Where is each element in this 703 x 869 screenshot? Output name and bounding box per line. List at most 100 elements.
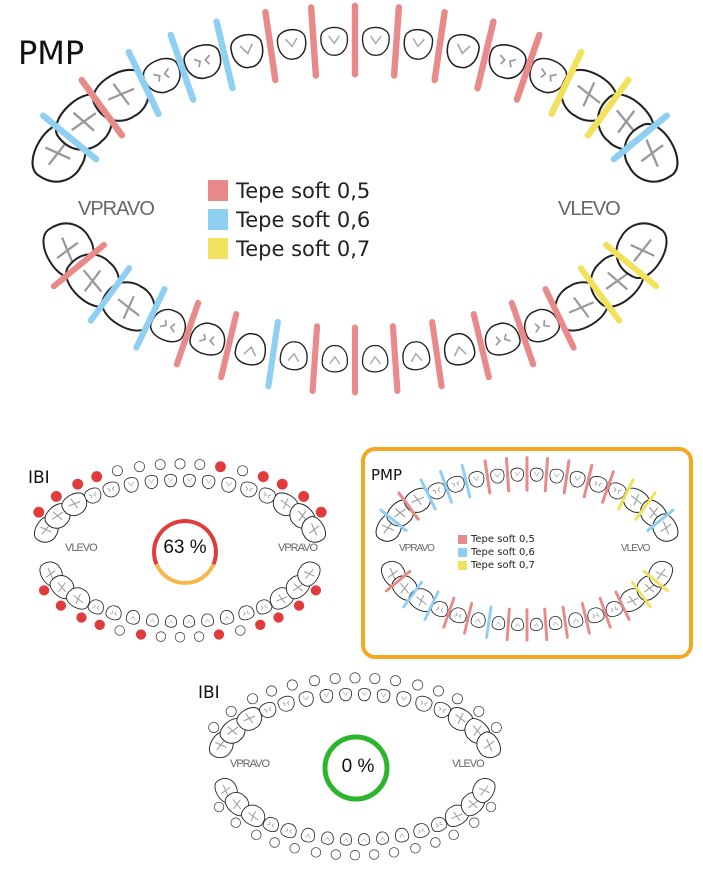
- pmp-large-side-label-right: VLEVO: [558, 198, 621, 220]
- bleeding-point-dot: [215, 461, 226, 473]
- tooth-cusp-mark: [239, 43, 254, 55]
- tooth-outline: [259, 702, 277, 718]
- tooth-cusp-mark: [267, 821, 275, 828]
- tooth-cusp-mark: [420, 700, 428, 707]
- tooth: [468, 471, 485, 488]
- pmp-small-selected-frame[interactable]: [361, 447, 693, 659]
- bleeding-point-dot: [276, 478, 288, 490]
- interdental-brush-mark-red: [307, 4, 320, 79]
- tooth: [61, 492, 88, 517]
- interdental-brush-mark-red: [429, 318, 445, 390]
- tooth-cusp-mark: [613, 487, 622, 494]
- ibi-ring-green: [322, 734, 390, 802]
- no-bleeding-dot: [114, 625, 125, 636]
- tooth-cusp-mark: [285, 37, 298, 48]
- pmp-small-panel[interactable]: PMP VPRAVO VLEVO Tepe soft 0,5 Tepe soft…: [361, 447, 693, 659]
- interdental-brush-mark-red: [598, 596, 612, 629]
- tooth-outline: [277, 695, 295, 712]
- interdental-brush-mark-blue: [419, 478, 437, 511]
- interdental-brush-mark-red: [580, 601, 591, 635]
- legend-swatch-red: [458, 535, 467, 544]
- tooth-cusp-mark: [329, 355, 341, 365]
- tooth-cusp-mark: [380, 836, 386, 841]
- tooth-outline: [262, 816, 279, 832]
- tooth-cusp-mark: [451, 811, 463, 821]
- interdental-brush-mark-red: [562, 459, 571, 495]
- tooth-cusp-mark: [71, 111, 97, 132]
- tooth-outline: [256, 599, 273, 615]
- tooth-cusp-mark: [553, 472, 560, 478]
- tooth-cusp-mark: [410, 352, 423, 363]
- tooth-cusp-mark: [304, 833, 311, 839]
- ibi-2-title: IBI: [198, 683, 220, 703]
- tooth: [605, 601, 623, 617]
- tooth-outline: [529, 57, 568, 94]
- interdental-brush-mark-red: [442, 596, 456, 629]
- ibi-1-dental-chart: [33, 458, 327, 643]
- tooth: [238, 605, 255, 621]
- tooth-cusp-mark: [109, 610, 117, 616]
- tooth-cusp-mark: [380, 692, 387, 698]
- tooth-cusp-mark: [514, 622, 521, 628]
- tooth-cusp-mark: [472, 475, 480, 482]
- legend-swatch-yellow: [208, 238, 228, 259]
- tooth: [510, 467, 524, 482]
- tooth-cusp-mark: [610, 606, 619, 613]
- no-bleeding-dot: [452, 693, 463, 705]
- tooth: [230, 33, 264, 69]
- tooth: [548, 616, 563, 630]
- tooth: [530, 617, 543, 632]
- legend-label: Tepe soft 0,6: [471, 547, 535, 558]
- bleeding-point-dot: [33, 506, 45, 518]
- tooth-cusp-mark: [533, 622, 540, 628]
- tooth: [376, 689, 391, 703]
- bleeding-point-dot: [293, 600, 305, 611]
- tooth-cusp-mark: [243, 610, 251, 616]
- interdental-brush-mark-blue: [167, 31, 197, 103]
- tooth: [256, 599, 273, 615]
- no-bleeding-dot: [208, 722, 220, 734]
- tooth-outline: [587, 607, 605, 624]
- tooth: [446, 475, 465, 493]
- tooth-cusp-mark: [205, 478, 212, 484]
- tooth-cusp-mark: [387, 567, 399, 581]
- no-bleeding-dot: [368, 849, 380, 860]
- interdental-brush-mark-blue: [485, 605, 493, 639]
- pmp-small-legend: Tepe soft 0,5 Tepe soft 0,6 Tepe soft 0,…: [458, 533, 535, 572]
- tooth-outline: [298, 691, 314, 707]
- tooth-cusp-mark: [44, 140, 71, 166]
- tooth-cusp-mark: [573, 618, 580, 624]
- tooth-cusp-mark: [640, 139, 664, 168]
- ibi-2-percent: 0 %: [341, 756, 375, 777]
- ibi-panel-1: IBI VLEVO VPRAVO 63 %: [0, 450, 360, 660]
- legend-item: Tepe soft 0,7: [208, 234, 370, 263]
- no-bleeding-dot: [235, 625, 246, 636]
- tooth-outline: [431, 601, 449, 617]
- tooth-cusp-mark: [205, 618, 211, 623]
- tooth-outline: [84, 487, 102, 504]
- tooth: [511, 617, 524, 632]
- tooth-cusp-mark: [361, 838, 367, 842]
- tooth-outline: [395, 827, 410, 843]
- tooth-cusp-mark: [615, 109, 637, 134]
- tooth: [297, 561, 321, 587]
- interdental-brush-mark-red: [397, 491, 420, 521]
- tooth-outline: [146, 613, 159, 627]
- no-bleeding-dot: [410, 843, 421, 854]
- tooth-cusp-mark: [215, 739, 227, 751]
- interdental-brush-mark-yellow: [617, 478, 635, 511]
- tooth-outline: [511, 617, 524, 632]
- tooth-outline: [488, 44, 527, 80]
- tooth: [339, 833, 352, 846]
- no-bleeding-dot: [174, 458, 186, 470]
- interdental-brush-mark-red: [463, 601, 474, 635]
- tooth: [568, 612, 584, 628]
- no-bleeding-dot: [193, 631, 205, 642]
- tooth-cusp-mark: [643, 583, 656, 593]
- tooth-cusp-mark: [68, 498, 81, 509]
- tooth: [277, 695, 295, 712]
- interdental-brush-mark-red: [78, 76, 126, 139]
- interdental-brush-mark-red: [262, 9, 279, 84]
- tooth-outline: [279, 341, 308, 371]
- no-bleeding-dot: [433, 685, 444, 697]
